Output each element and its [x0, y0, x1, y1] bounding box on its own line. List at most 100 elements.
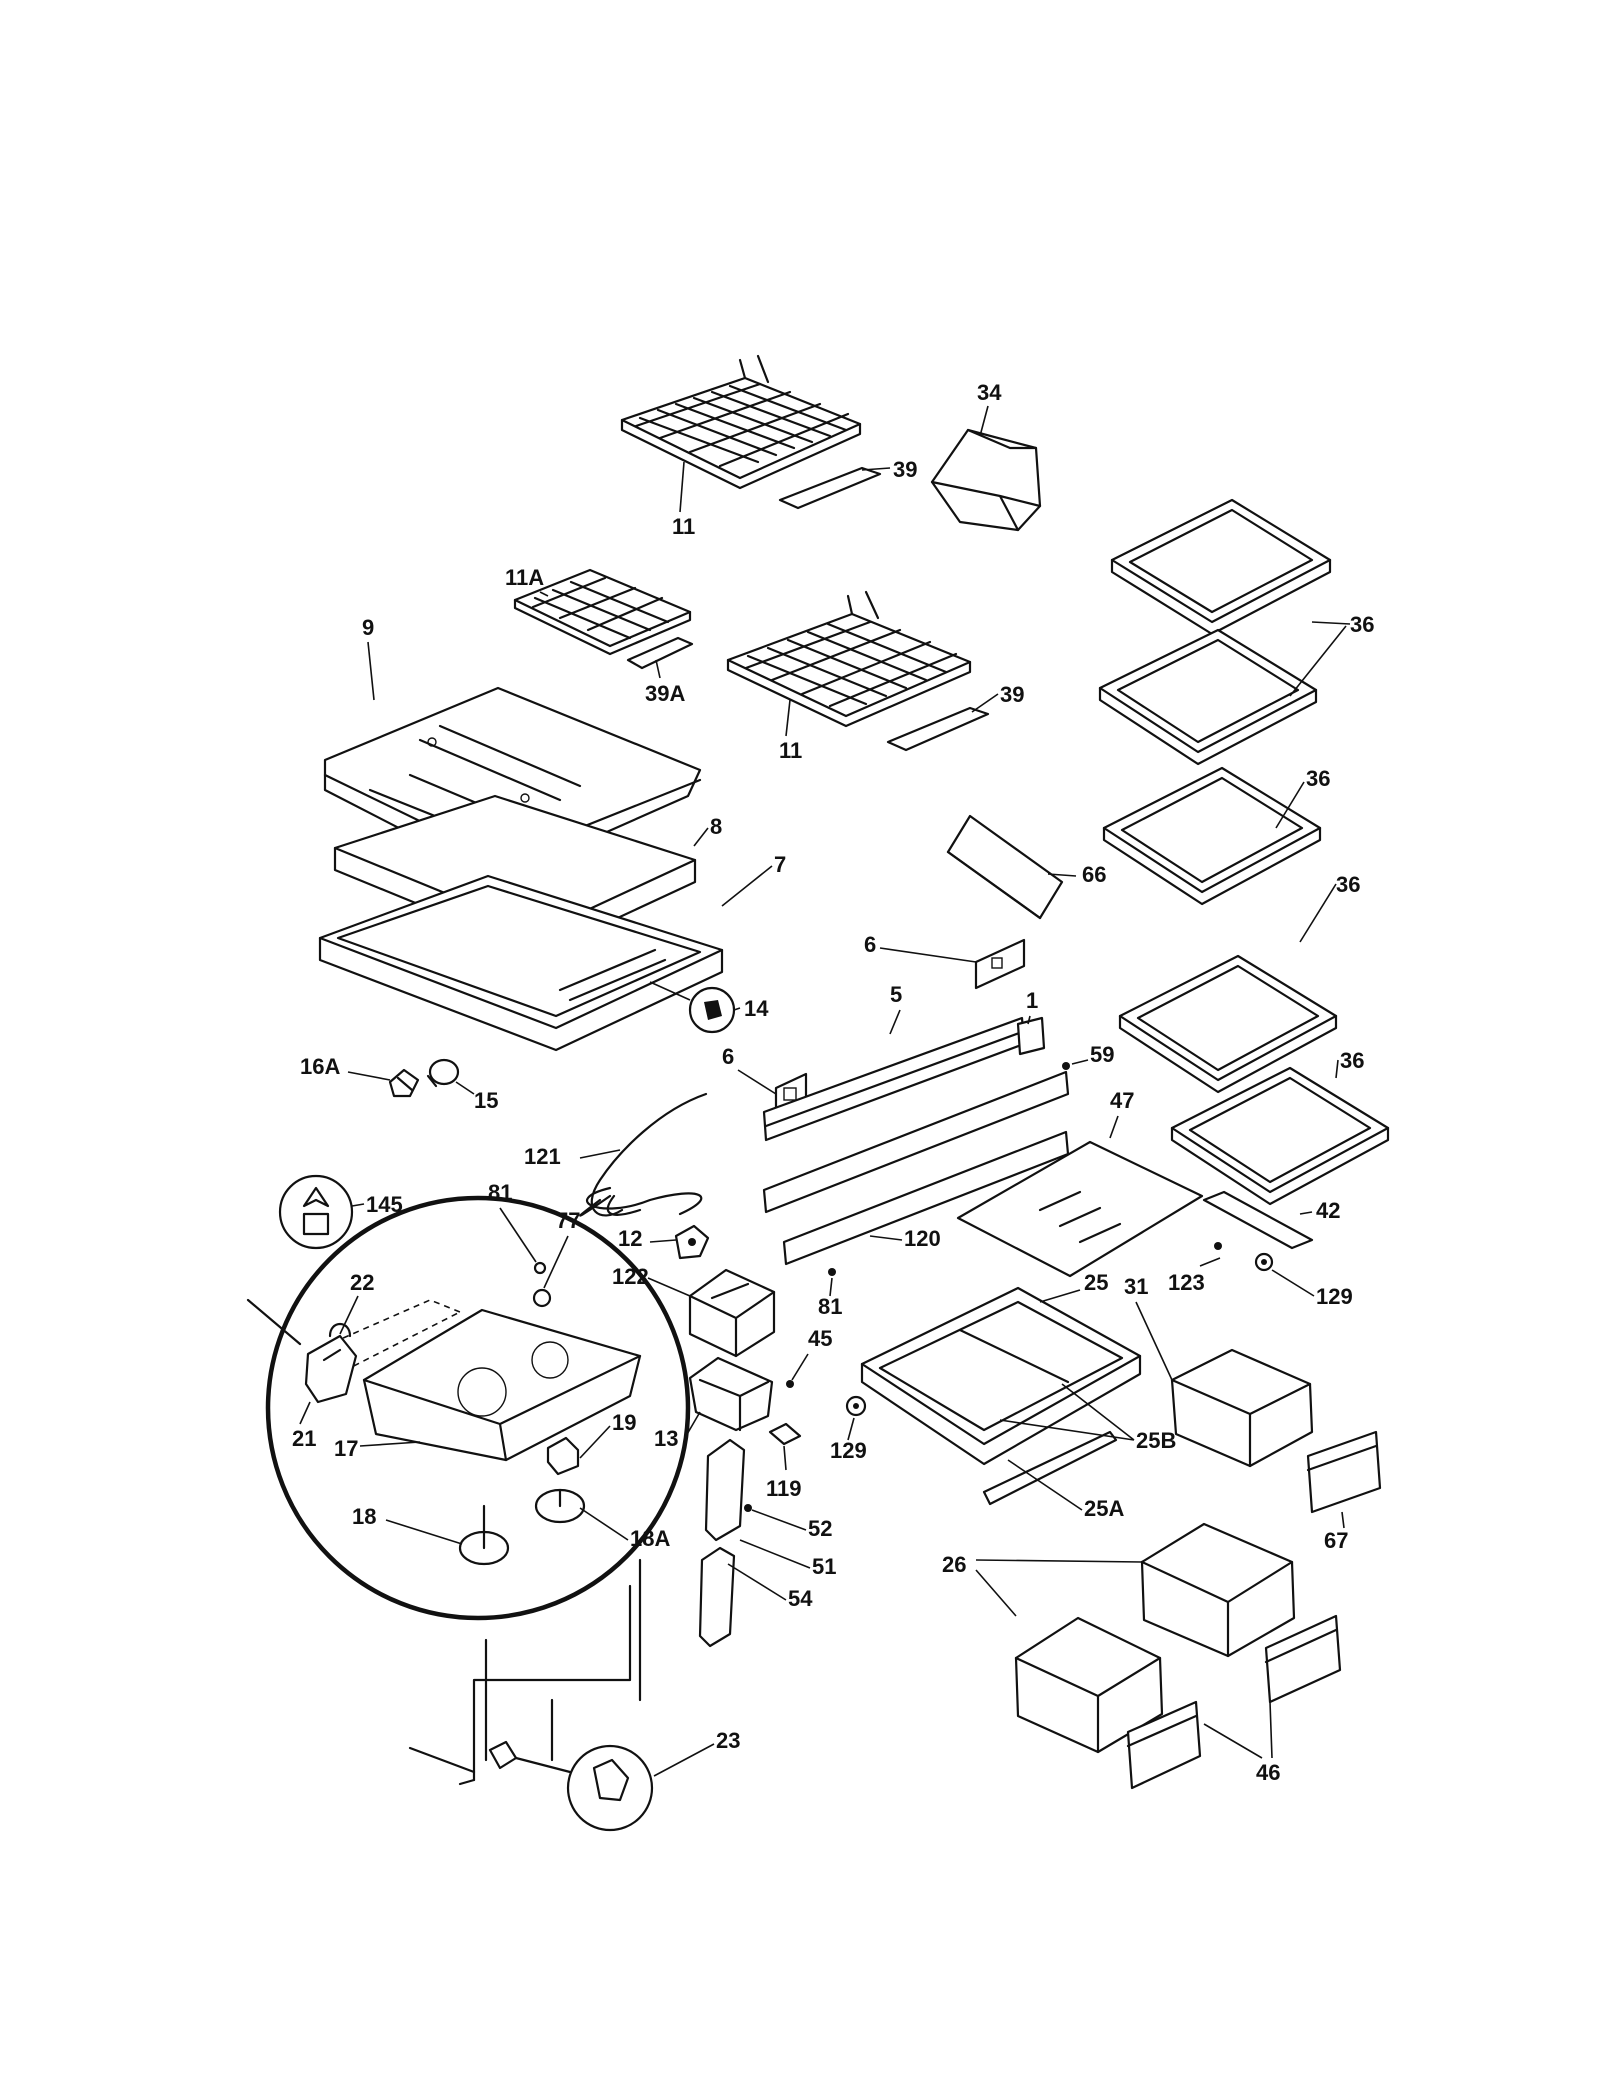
- part-31-drawer: [1170, 1348, 1314, 1468]
- part-145-detail-circle: [246, 1174, 354, 1346]
- detail-circle-assembly: [265, 1195, 691, 1621]
- label-11-mid: 11: [779, 738, 802, 763]
- label-13: 13: [654, 1426, 678, 1451]
- label-19: 19: [612, 1410, 636, 1435]
- label-5: 5: [890, 982, 902, 1007]
- label-39-top: 39: [893, 457, 917, 482]
- part-7-pan: [318, 874, 724, 1052]
- label-12: 12: [618, 1226, 642, 1251]
- part-120-rail: [762, 1070, 1070, 1266]
- part-16A-socket: [388, 1068, 420, 1098]
- part-121-wire: [579, 1092, 708, 1217]
- part-26-drawer-a: [1014, 1616, 1164, 1754]
- label-7: 7: [774, 852, 786, 877]
- part-17-tray: [333, 1299, 642, 1462]
- label-1: 1: [1026, 988, 1038, 1013]
- label-16A: 16A: [300, 1054, 340, 1079]
- part-66-channel: [946, 814, 1064, 920]
- label-59: 59: [1090, 1042, 1114, 1067]
- cabinet-sketch: [408, 1558, 642, 1786]
- label-121: 121: [524, 1144, 561, 1169]
- label-77: 77: [556, 1208, 580, 1233]
- part-54-duct: [698, 1546, 736, 1648]
- part-81-detail-screw: [533, 1261, 547, 1275]
- part-18-knob: [458, 1504, 510, 1566]
- label-119: 119: [766, 1476, 802, 1501]
- label-129-right: 129: [1316, 1284, 1353, 1309]
- label-11A: 11A: [505, 565, 544, 590]
- part-23-detail-circle: [488, 1740, 654, 1832]
- part-36-shelf-a: [1110, 498, 1332, 636]
- leader-lines: [299, 405, 1351, 1777]
- label-14: 14: [744, 996, 769, 1021]
- part-52-screw: [744, 1504, 752, 1512]
- part-19-switch: [546, 1436, 580, 1476]
- part-11-top-wire-shelf: [620, 354, 862, 490]
- part-25-crisper-frame: [860, 1286, 1142, 1466]
- label-25B: 25B: [1136, 1428, 1176, 1453]
- label-51: 51: [812, 1554, 836, 1579]
- part-129-grommet: [845, 1395, 867, 1417]
- part-45-screw: [786, 1380, 794, 1388]
- part-123-screw: [1214, 1242, 1222, 1250]
- part-36-shelf-b: [1098, 628, 1318, 766]
- label-17: 17: [334, 1436, 358, 1461]
- label-81-upper: 81: [488, 1180, 512, 1205]
- label-31: 31: [1124, 1274, 1148, 1299]
- part-129-right-grommet: [1254, 1252, 1274, 1272]
- label-39-mid: 39: [1000, 682, 1024, 707]
- label-120: 120: [904, 1226, 941, 1251]
- part-119-pad: [768, 1422, 802, 1446]
- label-145: 145: [366, 1192, 403, 1217]
- label-11-top: 11: [672, 514, 695, 539]
- label-18A: 18A: [630, 1526, 670, 1551]
- label-26: 26: [942, 1552, 966, 1577]
- label-67: 67: [1324, 1528, 1348, 1553]
- part-11A-small-wire-shelf: [513, 568, 692, 656]
- part-122-housing: [688, 1268, 776, 1358]
- part-11-mid-wire-shelf: [726, 590, 972, 728]
- part-46-front-b: [1264, 1614, 1342, 1704]
- label-36-a: 36: [1350, 612, 1374, 637]
- label-22: 22: [350, 1270, 374, 1295]
- label-21: 21: [292, 1426, 316, 1451]
- label-9: 9: [362, 615, 374, 640]
- label-36-b: 36: [1306, 766, 1330, 791]
- label-54: 54: [788, 1586, 813, 1611]
- part-42-rail-bar: [1202, 1190, 1314, 1250]
- part-18A-knob: [534, 1488, 586, 1524]
- label-46: 46: [1256, 1760, 1280, 1785]
- label-81-lower: 81: [818, 1294, 842, 1319]
- part-36-shelf-e: [1170, 1066, 1390, 1206]
- label-15: 15: [474, 1088, 498, 1113]
- part-1-bar: [1016, 1016, 1046, 1056]
- label-25: 25: [1084, 1270, 1108, 1295]
- plant-icon: [302, 1186, 330, 1236]
- label-23: 23: [716, 1728, 740, 1753]
- label-36-c: 36: [1336, 872, 1360, 897]
- part-36-shelf-c: [1102, 766, 1322, 906]
- part-25A-rail: [982, 1430, 1118, 1506]
- part-34-bin: [930, 428, 1042, 532]
- label-129-left: 129: [830, 1438, 867, 1463]
- part-39-mid-strip: [886, 706, 990, 752]
- part-22-cable: [328, 1322, 352, 1338]
- part-59-screw: [1062, 1062, 1070, 1070]
- part-47-glass: [956, 1140, 1204, 1278]
- label-6-lower: 6: [722, 1044, 734, 1069]
- part-12-thermostat: [674, 1224, 710, 1260]
- label-47: 47: [1110, 1088, 1134, 1113]
- part-67-front: [1306, 1430, 1382, 1514]
- label-18: 18: [352, 1504, 376, 1529]
- part-39-top-strip: [778, 466, 882, 510]
- part-46-front-a: [1126, 1700, 1202, 1790]
- label-36-d: 36: [1340, 1048, 1364, 1073]
- label-122: 122: [612, 1264, 649, 1289]
- part-36-shelf-d: [1118, 954, 1338, 1094]
- part-39A-strip: [626, 636, 694, 670]
- part-51-duct: [704, 1438, 746, 1542]
- label-42: 42: [1316, 1198, 1340, 1223]
- part-15-bulb: [426, 1058, 460, 1088]
- part-labels: 34 39 11 11A 39A 11 39 9 8 7 14 16A 15 3…: [292, 380, 1374, 1785]
